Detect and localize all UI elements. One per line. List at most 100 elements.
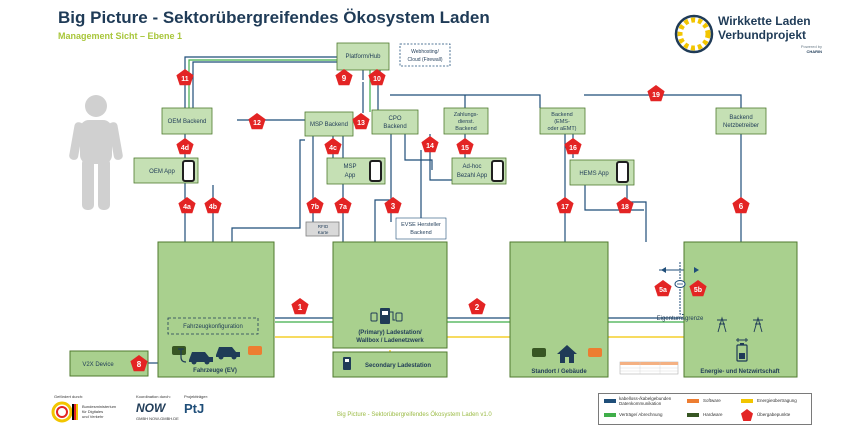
legend-contracts-swatch xyxy=(604,413,616,417)
secondary-station-box xyxy=(332,351,448,378)
transfer-point-6 xyxy=(732,197,750,214)
grid-label-2: Netzbetreiber xyxy=(723,123,759,129)
site-table-graphic xyxy=(619,361,679,375)
ministry-logo-icon xyxy=(51,401,78,423)
energy-label: Energie- und Netzwirtschaft xyxy=(700,369,779,375)
transfer-point-11 xyxy=(176,69,194,86)
project-lead-label: Projektträger: xyxy=(184,394,209,399)
page-subtitle: Management Sicht – Ebene 1 xyxy=(58,31,183,41)
payment-backend-box xyxy=(443,107,489,135)
transfer-point-label-7b: 7b xyxy=(311,204,319,211)
legend-energy-label: Energieübertragung xyxy=(757,398,797,403)
payment-label-3: Backend xyxy=(455,126,476,132)
payment-label-2: dienst. xyxy=(458,119,475,125)
transfer-point-label-7a: 7a xyxy=(339,204,347,211)
transfer-point-4a xyxy=(178,197,196,214)
site-software-marker xyxy=(588,348,602,357)
transfer-point-label-15: 15 xyxy=(461,145,469,152)
grid-label-1: Backend xyxy=(729,115,752,121)
now-logo: NOW xyxy=(136,401,166,415)
ministry-line-1: Bundesministerium xyxy=(82,404,117,409)
oem-backend-box xyxy=(161,107,213,135)
transfer-point-label-18: 18 xyxy=(621,204,629,211)
main-entities xyxy=(69,241,798,378)
evse-backend-box xyxy=(395,217,447,240)
secondary-label: Secondary Ladestation xyxy=(365,363,431,369)
msp-app-label-2: App xyxy=(345,173,356,179)
legend-energy-swatch xyxy=(741,399,753,403)
cpo-label-2: Backend xyxy=(383,124,406,130)
ems-backend-box xyxy=(539,107,586,135)
transfer-point-3 xyxy=(384,197,402,214)
transfer-point-13 xyxy=(352,113,370,130)
platform-hub-label: Platform/Hub xyxy=(345,54,381,60)
transfer-point-2 xyxy=(468,298,486,315)
transfer-point-1 xyxy=(291,298,309,315)
transfer-point-label-4c: 4c xyxy=(329,145,337,152)
ownership-label: Eigentumsgrenze xyxy=(657,316,704,322)
transfer-point-15 xyxy=(456,138,474,155)
transfer-point-5a xyxy=(654,280,672,297)
powered-by-brand: CHARIN xyxy=(806,49,822,54)
transfer-point-4b xyxy=(204,197,222,214)
transfer-point-7a xyxy=(334,197,352,214)
transfer-point-18 xyxy=(616,197,634,214)
adhoc-label-2: Bezahl App xyxy=(457,173,488,179)
legend-hardware-swatch xyxy=(687,413,699,417)
transfer-point-label-16: 16 xyxy=(569,145,577,152)
battery-icon xyxy=(736,343,748,362)
msp-backend-label: MSP Backend xyxy=(310,122,348,128)
house-icon xyxy=(557,345,577,363)
box-labels: Platform/Hub Webhosting/ Cloud (Firewall… xyxy=(82,49,779,375)
transfer-point-label-8: 8 xyxy=(137,360,142,369)
transfer-point-12 xyxy=(248,113,266,130)
ems-label-2: (EMS- xyxy=(554,119,570,125)
plug-icon xyxy=(178,348,187,363)
transfer-point-label-13: 13 xyxy=(357,120,365,127)
ministry-line-3: und Verkehr xyxy=(82,414,104,419)
smartphone-icons xyxy=(182,160,629,183)
wallbox-label-1: (Primary) Ladestation/ xyxy=(358,330,422,336)
vehicle-config-box xyxy=(167,317,259,335)
vehicle-software-marker xyxy=(248,346,262,355)
transfer-point-label-14: 14 xyxy=(426,143,434,150)
transfer-point-label-4a: 4a xyxy=(183,204,191,211)
charging-station-icon xyxy=(370,308,403,324)
evse-label-1: EVSE Hersteller xyxy=(401,222,441,228)
transfer-point-4c xyxy=(324,138,342,155)
hems-phone-icon xyxy=(616,161,629,183)
legend-data-swatch xyxy=(604,399,616,403)
oem-phone-icon xyxy=(182,160,195,182)
ministry-text: Bundesministerium für Digitales und Verk… xyxy=(82,404,116,419)
rfid-label-1: RFID xyxy=(318,224,329,229)
transfer-point-label-3: 3 xyxy=(391,202,396,211)
ownership-arrows-icon xyxy=(661,267,699,273)
legend-contracts-label: Verträge/ Abrechnung xyxy=(619,412,663,417)
transfer-point-label-6: 6 xyxy=(739,202,744,211)
transfer-point-label-19: 19 xyxy=(652,92,660,99)
transfer-point-16 xyxy=(564,138,582,155)
transfer-point-10 xyxy=(368,69,386,86)
wirkkette-logo-icon xyxy=(674,14,714,54)
now-subline: GMBH NOW-GMBH.DE xyxy=(136,416,179,421)
transfer-point-label-10: 10 xyxy=(373,76,381,83)
transfer-point-label-4d: 4d xyxy=(181,145,189,152)
oem-backend-label: OEM Backend xyxy=(168,119,207,125)
v2x-label: V2X Device xyxy=(82,362,114,368)
footer-text: Big Picture - Sektorübergreifendes Ökosy… xyxy=(337,412,492,418)
ptj-logo: PtJ xyxy=(184,401,205,416)
legend-software-swatch xyxy=(687,399,699,403)
transfer-point-label-1: 1 xyxy=(298,303,303,312)
transfer-point-19 xyxy=(647,85,665,102)
backend-boxes xyxy=(133,42,767,237)
legend-hardware-label: Hardware xyxy=(703,412,723,417)
funded-by-label: Gefördert durch: xyxy=(54,394,84,399)
powered-by: Powered by CHARIN xyxy=(782,44,822,54)
legend-pentagon-icon xyxy=(741,409,753,421)
transfer-point-9 xyxy=(335,69,353,86)
wallbox-box xyxy=(332,241,448,349)
power-grid-icon xyxy=(717,316,763,342)
msp-phone-icon xyxy=(369,160,382,182)
